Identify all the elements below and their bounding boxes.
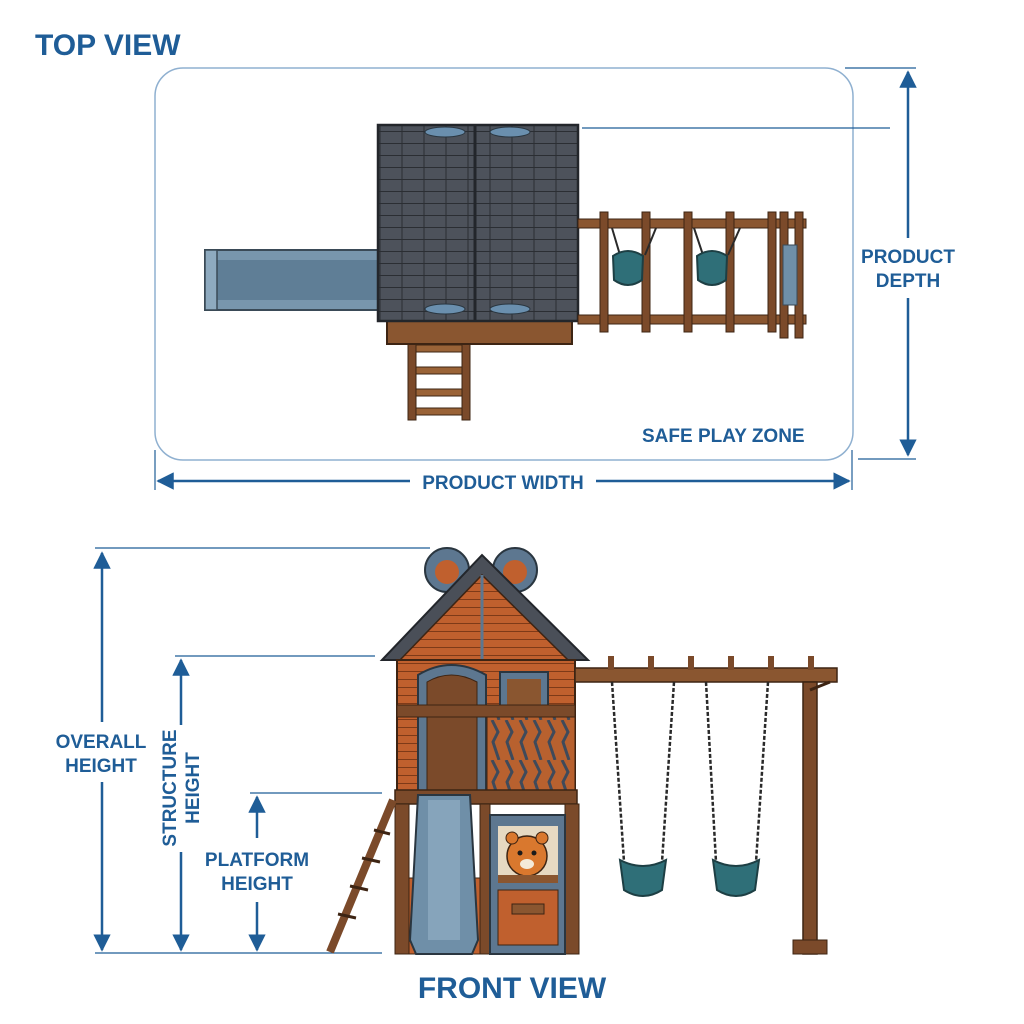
platform-height-label-line2: HEIGHT (221, 874, 293, 895)
front-view-title: FRONT VIEW (418, 972, 607, 1005)
top-swing-seat-left (611, 227, 657, 286)
product-width-dimension (154, 450, 853, 490)
front-upper-house (394, 659, 578, 805)
height-extension-lines (95, 547, 430, 954)
safe-play-zone-outline (154, 67, 854, 461)
front-swing-right (704, 681, 770, 897)
product-depth-label-line1: PRODUCT (861, 247, 955, 268)
front-ladder (326, 798, 397, 954)
front-swing-left (610, 681, 676, 897)
product-depth-label-line2: DEPTH (876, 271, 940, 292)
safe-play-zone-label: SAFE PLAY ZONE (642, 426, 805, 447)
platform-height-label-line1: PLATFORM (205, 850, 309, 871)
product-width-label: PRODUCT WIDTH (422, 473, 583, 494)
top-roof (376, 123, 580, 323)
structure-height-label-line2: HEIGHT (183, 752, 204, 824)
top-swing-seat-right (693, 227, 741, 286)
top-view-title: TOP VIEW (35, 29, 181, 62)
front-roof (379, 553, 591, 661)
top-deck (386, 317, 573, 345)
front-swing-frame (574, 656, 838, 955)
structure-height-label-line1: STRUCTURE (160, 729, 181, 846)
front-slide (408, 794, 480, 955)
overall-height-label-line1: OVERALL (56, 732, 147, 753)
product-depth-dimension (582, 67, 917, 460)
overall-height-label-line2: HEIGHT (65, 756, 137, 777)
top-slide (204, 249, 384, 311)
tiger-window (489, 814, 566, 955)
